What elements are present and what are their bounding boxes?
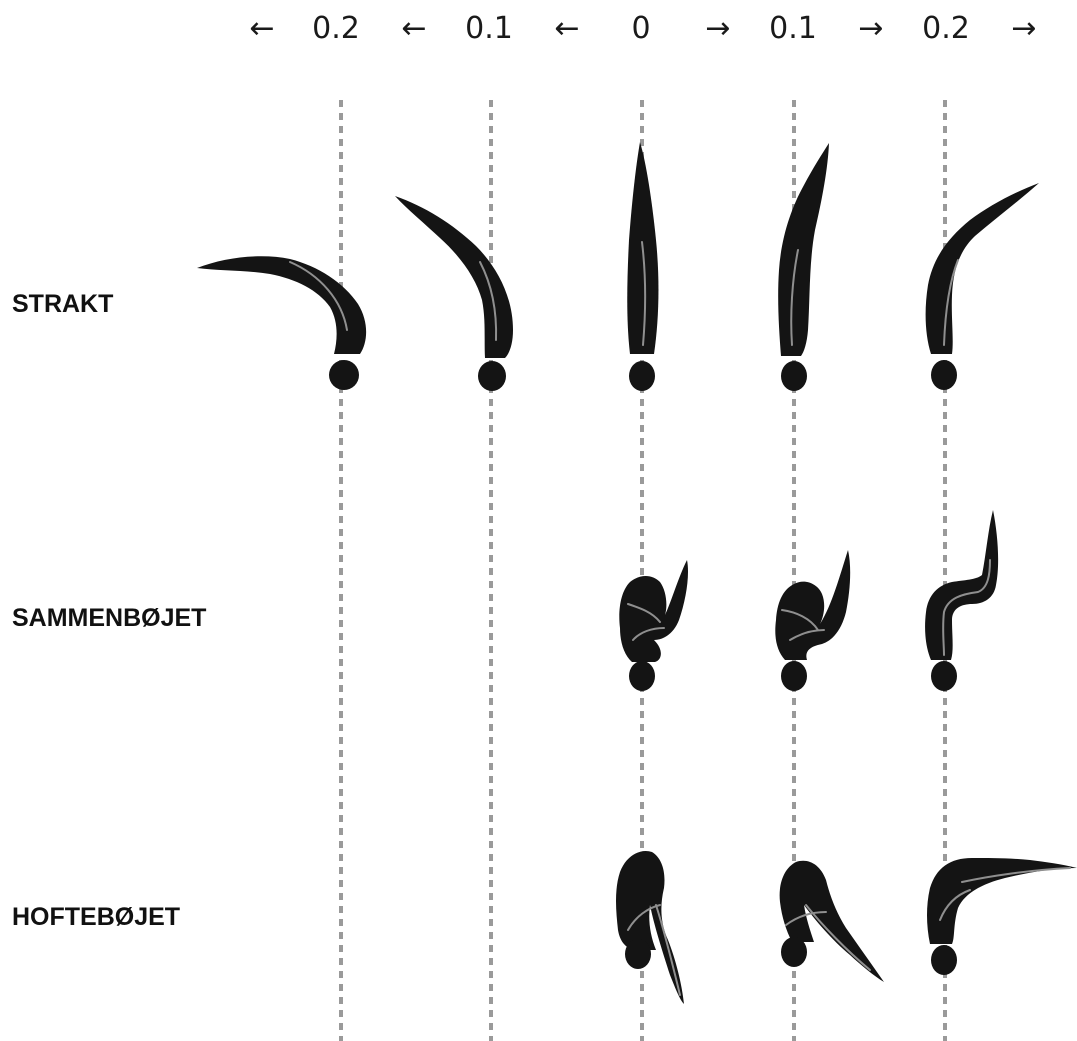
scale-label-right-0-2: 0.2 — [922, 11, 970, 46]
diver-straight-right-0-2 — [926, 183, 1039, 390]
diver-pike-center — [616, 851, 684, 1004]
scale-label-right-0-1: 0.1 — [769, 11, 817, 46]
scale-label-left-0-2: 0.2 — [312, 11, 360, 46]
diver-tuck-right-0-1 — [775, 550, 850, 691]
arrow-left-icon: ← — [249, 11, 274, 46]
deviation-scale: ← 0.2 ← 0.1 ← 0 → 0.1 → 0.2 → — [249, 11, 1036, 46]
arrow-right-icon: → — [705, 11, 730, 46]
diver-tuck-right-0-2 — [925, 510, 998, 691]
scale-label-left-0-1: 0.1 — [465, 11, 513, 46]
scale-label-center-0: 0 — [631, 11, 650, 46]
diver-pike-right-0-2 — [927, 858, 1077, 975]
diver-straight-left-0-1 — [395, 196, 513, 391]
diver-straight-left-0-2 — [197, 256, 366, 390]
row-label-strakt: STRAKT — [12, 290, 113, 318]
diver-tuck-center — [619, 560, 688, 691]
arrow-left-icon: ← — [554, 11, 579, 46]
diver-straight-right-0-1 — [778, 143, 829, 391]
diver-pike-right-0-1 — [780, 861, 884, 982]
arrow-right-icon: → — [1011, 11, 1036, 46]
row-label-sammenbojet: SAMMENBØJET — [12, 604, 206, 632]
arrow-left-icon: ← — [401, 11, 426, 46]
diver-straight-center — [627, 142, 658, 391]
arrow-right-icon: → — [858, 11, 883, 46]
row-label-hoftebojet: HOFTEBØJET — [12, 903, 180, 931]
